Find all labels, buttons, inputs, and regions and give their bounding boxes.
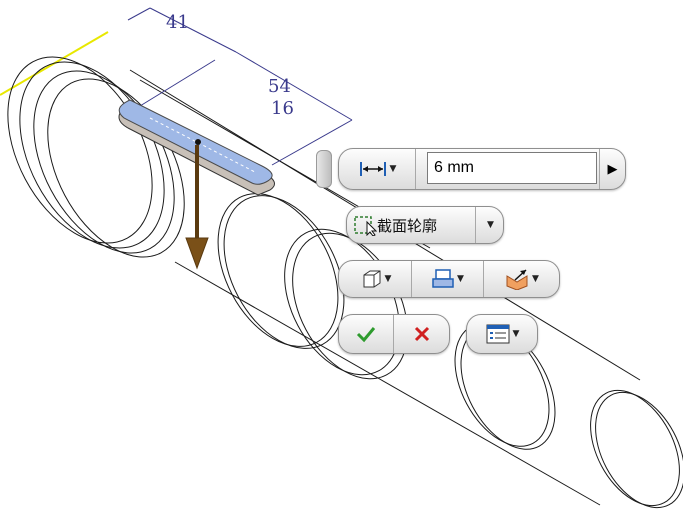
cancel-x-icon	[414, 326, 429, 342]
chevron-down-icon: ▼	[532, 274, 539, 284]
pipe-end-ring	[595, 391, 683, 509]
chevron-down-icon: ▼	[512, 329, 520, 339]
cancel-button[interactable]	[393, 315, 449, 353]
checkmark-icon	[356, 327, 376, 343]
profile-select-button[interactable]: 截面轮廓	[347, 207, 475, 243]
dimension-16[interactable]: 16	[271, 98, 294, 119]
distance-input[interactable]	[427, 152, 597, 184]
play-right-icon: ▶	[607, 161, 618, 177]
distance-field-slot	[415, 149, 599, 189]
dim-16-line	[271, 119, 353, 166]
extent-mode-dropdown[interactable]: ▼	[339, 149, 415, 189]
options-list-icon	[486, 324, 510, 344]
surface-icon	[432, 269, 454, 288]
confirm-row	[338, 314, 450, 354]
chevron-down-icon: ▼	[389, 164, 397, 174]
ok-button[interactable]	[339, 315, 393, 353]
flip-direction-icon	[506, 269, 528, 290]
dim-16-line	[139, 59, 216, 107]
distance-expand-button[interactable]: ▶	[599, 149, 625, 189]
profile-label: 截面轮廓	[377, 216, 438, 235]
dimension-54[interactable]: 54	[268, 76, 291, 97]
surface-output-dropdown[interactable]: ▼	[411, 261, 483, 297]
chevron-down-icon: ▼	[457, 274, 464, 284]
mini-toolbar-grip[interactable]	[316, 150, 332, 188]
extent-distance-icon	[359, 162, 386, 176]
solid-output-dropdown[interactable]: ▼	[339, 261, 411, 297]
options-seg: ▼	[467, 315, 537, 353]
output-row: ▼ ▼ ▼	[338, 260, 560, 298]
profile-select-icon	[354, 216, 377, 236]
direction-dropdown[interactable]: ▼	[483, 261, 559, 297]
section-ring	[217, 193, 339, 347]
chevron-down-icon: ▼	[487, 220, 494, 230]
dimension-41[interactable]: 41	[166, 12, 189, 33]
section-ring	[223, 195, 345, 349]
profile-row: 截面轮廓 ▼	[346, 206, 504, 244]
dim-ext	[127, 7, 151, 21]
cylinder-edge-bottom	[174, 261, 601, 506]
pipe-end-ring	[590, 389, 680, 507]
solid-body-icon	[363, 270, 381, 288]
pipe-end-ring	[7, 56, 153, 244]
pipe-end-ring	[47, 78, 185, 258]
dim-54-line	[235, 51, 353, 121]
dim-41-line	[149, 7, 237, 53]
chevron-down-icon: ▼	[384, 274, 392, 284]
direction-arrow[interactable]	[185, 145, 209, 270]
pipe-end-ring	[19, 61, 165, 249]
profile-dropdown[interactable]: ▼	[475, 207, 503, 243]
options-dropdown[interactable]: ▼	[466, 314, 538, 354]
